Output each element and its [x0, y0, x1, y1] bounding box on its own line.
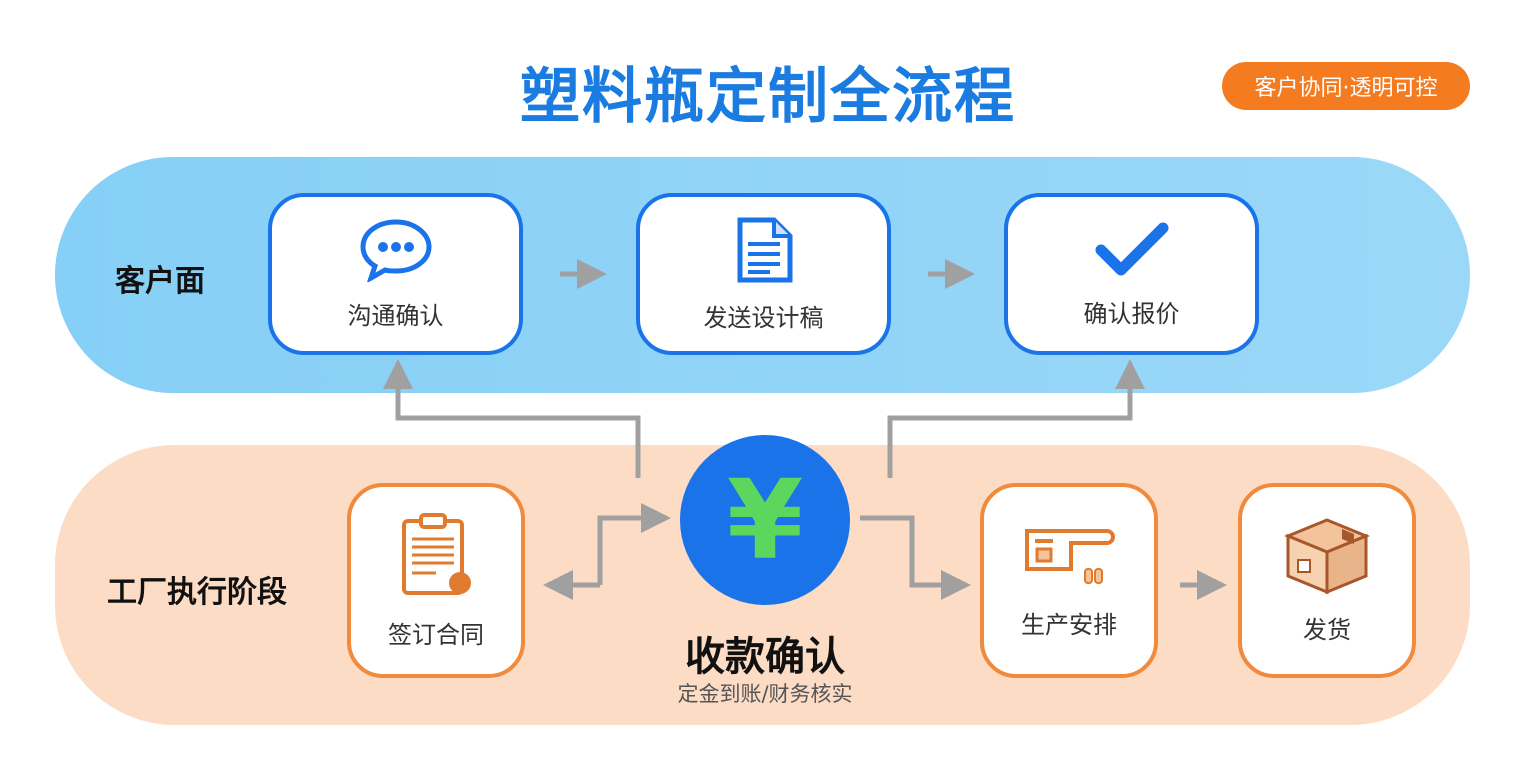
- arrow-payment-to-quote: [887, 359, 1145, 478]
- payment-yen-icon[interactable]: ¥: [680, 435, 850, 605]
- step-confirm-quote[interactable]: 确认报价: [1004, 193, 1259, 355]
- lane-label-factory: 工厂执行阶段: [107, 575, 287, 610]
- production-machine-icon: [1025, 529, 1115, 584]
- step-communicate[interactable]: 沟通确认: [268, 193, 523, 355]
- step-label: 沟通确认: [347, 301, 444, 330]
- step-sign-contract[interactable]: 签订合同: [347, 483, 525, 678]
- payment-title: 收款确认: [685, 634, 845, 680]
- step-send-design[interactable]: 发送设计稿: [636, 193, 891, 355]
- step-shipping[interactable]: 发货: [1238, 483, 1416, 678]
- arrow-payment-to-production: [860, 515, 971, 600]
- step-label: 生产安排: [1021, 611, 1117, 639]
- page-title: 塑料瓶定制全流程: [520, 62, 1016, 132]
- contract-clipboard-icon: [402, 513, 471, 595]
- lane-label-customer: 客户面: [115, 264, 205, 299]
- tagline-badge: 客户协同·透明可控: [1222, 62, 1470, 110]
- step-production[interactable]: 生产安排: [980, 483, 1158, 678]
- checkmark-icon: [1095, 222, 1168, 275]
- arrow-payment-to-communicate: [383, 359, 641, 478]
- document-icon: [737, 217, 792, 282]
- yen-symbol: ¥: [726, 456, 804, 584]
- step-label: 发送设计稿: [703, 303, 824, 332]
- step-label: 确认报价: [1083, 299, 1180, 328]
- step-label: 发货: [1303, 616, 1351, 644]
- arrow-to-payment: [597, 503, 671, 585]
- package-box-icon: [1284, 518, 1370, 595]
- chat-bubble-icon: [359, 218, 432, 282]
- step-label: 签订合同: [388, 621, 484, 649]
- payment-subtitle: 定金到账/财务核实: [677, 682, 853, 706]
